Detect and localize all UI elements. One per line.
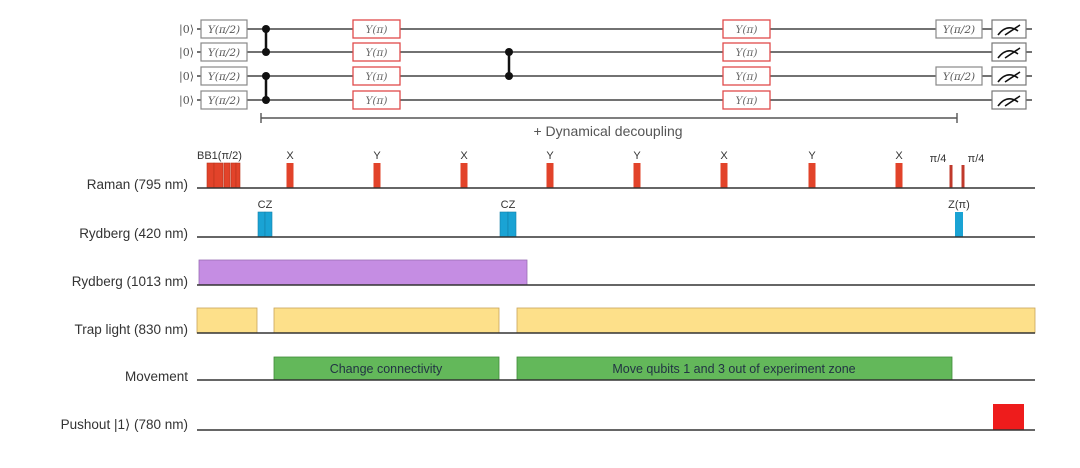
gate-y-pi-a1: Y(π) — [352, 19, 401, 39]
gate-y-pi-a4: Y(π) — [352, 90, 401, 110]
raman-pulse-pi4 — [949, 165, 953, 188]
svg-text:Y(π): Y(π) — [735, 24, 757, 36]
pulse-label: π/4 — [968, 153, 985, 165]
channel-label: Rydberg (1013 nm) — [72, 274, 188, 289]
ket-3: |0⟩ — [179, 70, 194, 84]
movement-segment-1-label: Change connectivity — [330, 362, 443, 376]
cz-pulse — [264, 211, 273, 238]
raman-pulse — [895, 163, 903, 188]
pushout-pulse — [993, 404, 1024, 430]
channel-label: Rydberg (420 nm) — [79, 226, 188, 241]
cz-gate-34 — [262, 72, 270, 104]
dynamical-decoupling-label: + Dynamical decoupling — [533, 123, 682, 139]
trap-light-segment-1 — [196, 307, 258, 334]
channel-pushout: Pushout |1⟩ (780 nm) — [61, 404, 1035, 432]
pulse-label: X — [460, 150, 468, 162]
rydberg-420-pulses: CZ CZ Z(π) — [257, 199, 970, 238]
movement-segment-2-label: Move qubits 1 and 3 out of experiment zo… — [612, 362, 855, 376]
raman-pulse-pi4 — [961, 165, 965, 188]
svg-text:Y(π): Y(π) — [735, 95, 757, 107]
trap-light-segment-3 — [516, 307, 1036, 334]
pulse-label: π/4 — [930, 153, 947, 165]
svg-text:Y(π): Y(π) — [365, 47, 387, 59]
pulse-label: X — [895, 150, 903, 162]
raman-pulse — [373, 163, 381, 188]
raman-pulse-bb1 — [213, 162, 224, 189]
svg-text:Y(π): Y(π) — [365, 24, 387, 36]
raman-pulse-bb1 — [223, 162, 231, 189]
pulse-label: X — [286, 150, 294, 162]
measurement-icon — [991, 19, 1027, 39]
cz-gate-23 — [505, 48, 513, 80]
channel-label: Movement — [125, 369, 188, 384]
gate-y-half-2: Y(π/2) — [200, 42, 248, 62]
raman-pulse — [720, 163, 728, 188]
svg-text:Y(π/2): Y(π/2) — [208, 71, 240, 83]
measurement-icon — [991, 42, 1027, 62]
gate-y-half-final-3: Y(π/2) — [935, 66, 983, 86]
gate-y-pi-b3: Y(π) — [722, 66, 771, 86]
pulse-label: BB1(π/2) — [197, 150, 242, 162]
svg-text:Y(π/2): Y(π/2) — [208, 47, 240, 59]
cz-gate-12 — [262, 25, 270, 56]
raman-pulse-bb1 — [235, 162, 241, 189]
cz-pulse — [257, 211, 266, 238]
channel-rydberg-1013: Rydberg (1013 nm) — [72, 259, 1035, 289]
rydberg-1013-pulse — [198, 259, 528, 286]
svg-text:Y(π): Y(π) — [735, 71, 757, 83]
z-pi-pulse — [955, 212, 963, 237]
svg-text:Y(π): Y(π) — [735, 47, 757, 59]
ket-1: |0⟩ — [179, 23, 194, 37]
gate-y-half-3: Y(π/2) — [200, 66, 248, 86]
pulse-label: Y — [633, 150, 641, 162]
raman-pulse — [808, 163, 816, 188]
channel-rydberg-420: Rydberg (420 nm) CZ CZ Z(π) — [79, 199, 1035, 241]
channel-label: Raman (795 nm) — [87, 177, 188, 192]
dynamical-decoupling-bracket — [260, 113, 958, 123]
ket-2: |0⟩ — [179, 46, 194, 60]
raman-pulse — [633, 163, 641, 188]
gate-y-pi-b2: Y(π) — [722, 42, 771, 62]
raman-pulse-bb1 — [206, 162, 215, 189]
raman-pulse — [546, 163, 554, 188]
svg-text:Y(π): Y(π) — [365, 95, 387, 107]
gate-y-half-final-1: Y(π/2) — [935, 19, 983, 39]
channel-label: Trap light (830 nm) — [74, 322, 188, 337]
pulse-label: Z(π) — [948, 199, 970, 211]
raman-pulse — [286, 163, 294, 188]
measurement-icon — [991, 66, 1027, 86]
quantum-circuit: |0⟩ |0⟩ |0⟩ |0⟩ Y(π/2) Y(π/2) Y(π/2) Y(π… — [179, 19, 1032, 139]
channel-movement: Movement Change connectivity Move qubits… — [125, 356, 1035, 384]
pulse-label: Y — [373, 150, 381, 162]
svg-text:Y(π/2): Y(π/2) — [208, 95, 240, 107]
measurement-icon — [991, 90, 1027, 110]
trap-light-segment-2 — [273, 307, 500, 334]
gate-y-half-4: Y(π/2) — [200, 90, 248, 110]
cz-pulse — [499, 211, 509, 238]
cz-pulse — [507, 211, 517, 238]
gate-y-half-1: Y(π/2) — [200, 19, 248, 39]
pulse-label: CZ — [258, 199, 273, 211]
gate-y-pi-b4: Y(π) — [722, 90, 771, 110]
svg-text:Y(π): Y(π) — [365, 71, 387, 83]
pulse-label: Y — [546, 150, 554, 162]
ket-4: |0⟩ — [179, 94, 194, 108]
channel-trap-light: Trap light (830 nm) — [74, 307, 1036, 337]
raman-pulse-bb1 — [230, 162, 237, 189]
svg-text:Y(π/2): Y(π/2) — [943, 24, 975, 36]
gate-y-pi-a3: Y(π) — [352, 66, 401, 86]
pulse-label: X — [720, 150, 728, 162]
raman-pulse — [460, 163, 468, 188]
channel-label: Pushout |1⟩ (780 nm) — [61, 417, 188, 432]
pulse-label: Y — [808, 150, 816, 162]
qubit-wires — [197, 28, 1032, 101]
gate-y-pi-a2: Y(π) — [352, 42, 401, 62]
gate-y-pi-b1: Y(π) — [722, 19, 771, 39]
svg-text:Y(π/2): Y(π/2) — [208, 24, 240, 36]
svg-text:Y(π/2): Y(π/2) — [943, 71, 975, 83]
pulse-label: CZ — [501, 199, 516, 211]
